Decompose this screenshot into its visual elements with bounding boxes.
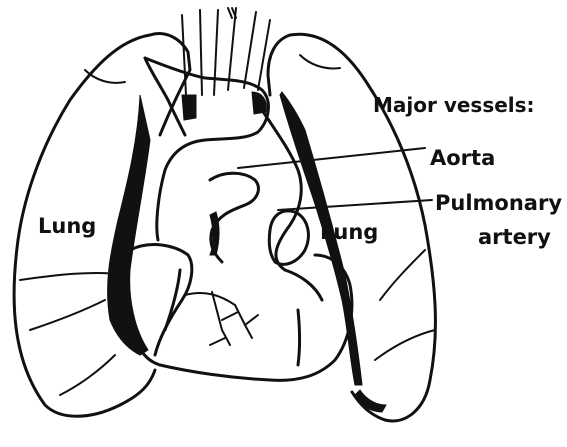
aorta-leader-line — [238, 148, 425, 168]
artery-label: artery — [478, 225, 551, 249]
major-vessels-label: Major vessels: — [373, 93, 535, 117]
leader-lines — [238, 148, 432, 210]
trachea-and-great-vessels — [182, 8, 270, 120]
aorta-label: Aorta — [430, 146, 495, 170]
left-lung-label: Lung — [38, 214, 96, 238]
right-lung-label: Lung — [320, 220, 378, 244]
heart — [128, 58, 352, 380]
pulmonary-label: Pulmonary — [435, 191, 562, 215]
